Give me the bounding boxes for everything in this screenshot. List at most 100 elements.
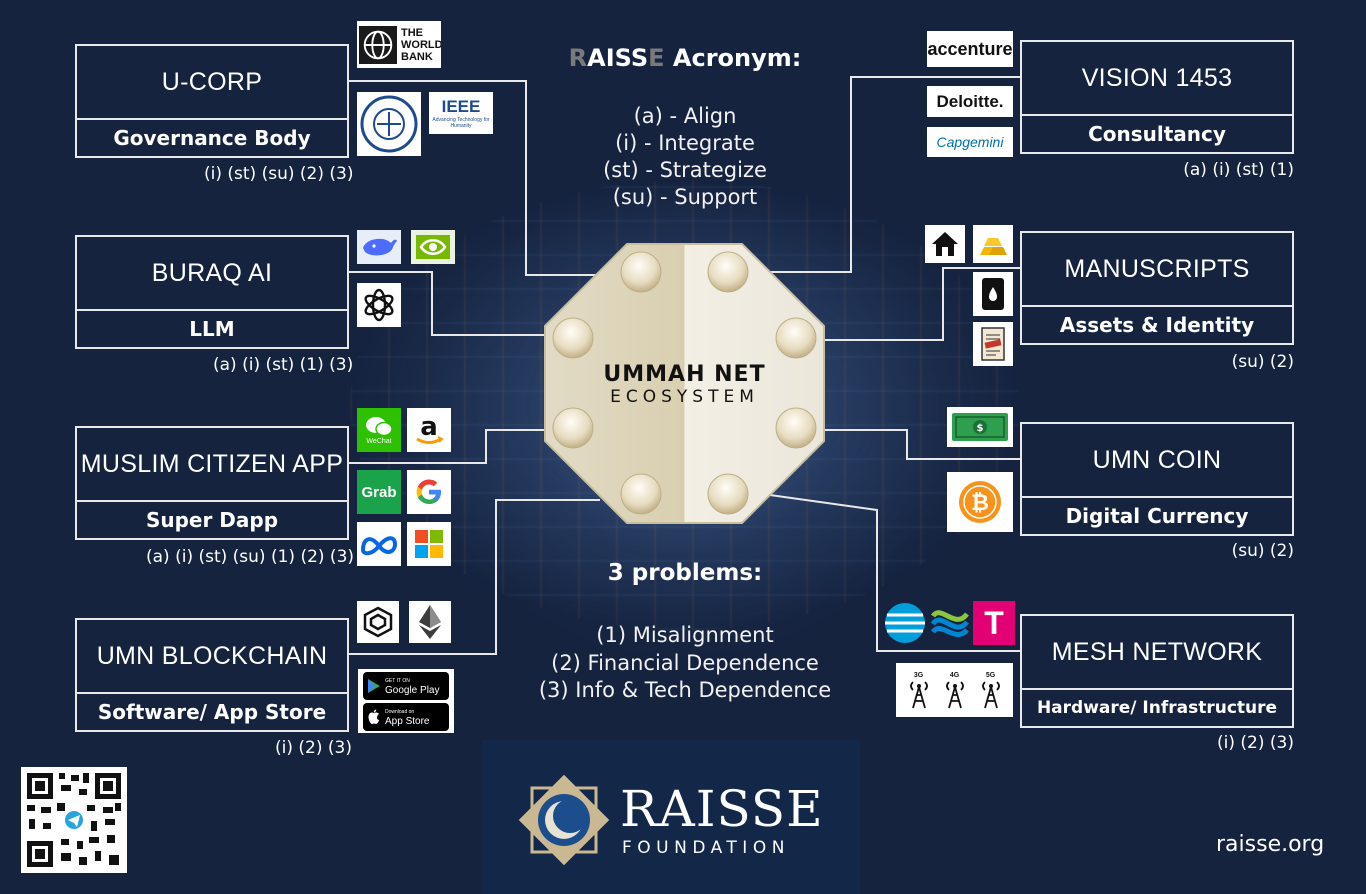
- box-title: U-CORP: [77, 46, 347, 120]
- cash-logo: $: [947, 407, 1013, 447]
- box-tags: (a) (i) (st) (1) (3): [213, 355, 354, 375]
- line-blockchain: [347, 499, 600, 655]
- imf-seal-icon: [360, 95, 418, 153]
- grab-logo: Grab: [357, 470, 401, 514]
- gold-bars-icon: [980, 238, 1007, 255]
- box-title: VISION 1453: [1022, 42, 1292, 116]
- meta-logo: [357, 522, 401, 566]
- raisse-subtitle: FOUNDATION: [622, 838, 790, 858]
- ieee-logo: IEEE Advancing Technology for Humanity: [429, 92, 493, 134]
- gold-logo: [973, 225, 1013, 263]
- box-tags: (su) (2): [1231, 541, 1294, 561]
- line-muslim: [347, 429, 553, 464]
- wechat-logo: WeChat: [357, 408, 401, 452]
- box-buraq-ai: BURAQ AI LLM: [75, 235, 349, 349]
- ieee-tagline: Advancing Technology for Humanity: [432, 117, 490, 129]
- amazon-logo: a: [407, 408, 451, 452]
- box-u-corp: U-CORP Governance Body: [75, 44, 349, 158]
- problem-item: (2) Financial Dependence: [551, 650, 819, 675]
- whale-icon: [363, 238, 397, 256]
- octagon-label: UMMAH NET ECOSYSTEM: [543, 362, 826, 407]
- center-title: UMMAH NET: [603, 362, 766, 387]
- cell-towers-logo: 3G 4G 5G: [896, 663, 1013, 717]
- line-mesh: [769, 494, 1020, 652]
- accenture-logo: accenture: [927, 31, 1013, 67]
- box-subtitle: LLM: [189, 317, 235, 341]
- tower-3g-label: 3G: [913, 671, 924, 679]
- deloitte-logo: Deloitte.: [927, 86, 1013, 117]
- app-store-badges: GET IT ON Google Play Download on App St…: [358, 669, 454, 733]
- nvidia-eye-icon: [416, 235, 450, 259]
- box-title: MANUSCRIPTS: [1022, 233, 1292, 307]
- ethereum-logo: [409, 601, 451, 643]
- box-title: UMN BLOCKCHAIN: [77, 620, 347, 694]
- line-ucorp: [347, 80, 606, 276]
- qr-code[interactable]: [21, 767, 127, 873]
- box-umn-coin: UMN COIN Digital Currency: [1020, 422, 1294, 536]
- binance-logo: [357, 601, 399, 643]
- ethereum-diamond-icon: [419, 605, 441, 639]
- capgemini-logo: Capgemini: [927, 127, 1013, 157]
- box-tags: (su) (2): [1231, 352, 1294, 372]
- box-subtitle: Digital Currency: [1065, 504, 1249, 528]
- ieee-text: IEEE: [441, 97, 481, 116]
- problem-item: (1) Misalignment: [596, 623, 774, 647]
- line-vision: [770, 76, 1020, 273]
- app-store-badge: Download on App Store: [363, 702, 449, 731]
- tmobile-logo: T: [973, 601, 1015, 645]
- acronym-item: (a) - Align: [633, 104, 737, 128]
- box-subtitle: Consultancy: [1088, 122, 1226, 146]
- globe-icon: [359, 25, 397, 64]
- box-tags: (i) (st) (su) (2) (3): [204, 164, 354, 184]
- att-logo: [883, 601, 927, 645]
- acronym-list: (a) - Align (i) - Integrate (st) - Strat…: [520, 103, 850, 211]
- box-subtitle: Software/ App Store: [97, 700, 327, 724]
- box-tags: (i) (2) (3): [275, 738, 352, 758]
- box-manuscripts: MANUSCRIPTS Assets & Identity: [1020, 231, 1294, 345]
- line-buraq: [347, 271, 553, 336]
- att-globe-icon: [885, 603, 925, 643]
- amazon-a-icon: a: [416, 412, 444, 444]
- website-link[interactable]: raisse.org: [1216, 832, 1325, 857]
- svg-text:a: a: [420, 412, 438, 442]
- tower-3g: 3G: [906, 672, 932, 709]
- box-subtitle: Hardware/ Infrastructure: [1036, 698, 1278, 718]
- app-store-small: Download on: [385, 708, 415, 715]
- problems-list: (1) Misalignment (2) Financial Dependenc…: [480, 622, 890, 705]
- meta-infinity-icon: [360, 536, 398, 556]
- raisse-name: RAISSE: [620, 780, 824, 838]
- qr-code-icon: [27, 773, 121, 867]
- oil-logo: [973, 272, 1013, 316]
- google-play-small: GET IT ON: [385, 677, 410, 684]
- capgemini-text: Capgemini: [936, 134, 1004, 150]
- box-subtitle: Governance Body: [113, 126, 311, 150]
- problem-item: (3) Info & Tech Dependence: [538, 678, 832, 702]
- box-mesh-network: MESH NETWORK Hardware/ Infrastructure: [1020, 614, 1294, 728]
- world-bank-text: THE WORLD BANK: [401, 26, 441, 63]
- center-subtitle: ECOSYSTEM: [610, 387, 759, 407]
- line-coin: [818, 429, 1020, 460]
- bitcoin-icon: ₿: [959, 481, 1001, 523]
- box-muslim-citizen-app: MUSLIM CITIZEN APP Super Dapp: [75, 426, 349, 540]
- house-logo: [925, 225, 965, 263]
- google-play-badge: GET IT ON Google Play: [363, 671, 449, 700]
- problems-title: 3 problems:: [607, 560, 763, 586]
- china-mobile-icon: [930, 610, 969, 637]
- deepseek-logo: [357, 230, 401, 264]
- banknote-icon: $: [952, 413, 1008, 441]
- tmobile-text: T: [984, 604, 1004, 641]
- cell-tower-icon: [909, 680, 928, 708]
- box-title: MUSLIM CITIZEN APP: [77, 428, 347, 502]
- app-store-text: App Store: [385, 715, 430, 727]
- line-manuscripts: [818, 267, 1020, 341]
- google-logo: [407, 470, 451, 514]
- oil-barrel-icon: [982, 278, 1004, 310]
- box-tags: (a) (i) (st) (1): [1183, 160, 1294, 180]
- binance-cube-icon: [363, 606, 393, 638]
- acronym-title: RAISSE Acronym:: [568, 44, 802, 72]
- google-play-text: Google Play: [385, 684, 440, 696]
- cell-tower-icon: [981, 680, 1000, 708]
- box-title: MESH NETWORK: [1022, 616, 1292, 690]
- box-tags: (i) (2) (3): [1217, 733, 1294, 753]
